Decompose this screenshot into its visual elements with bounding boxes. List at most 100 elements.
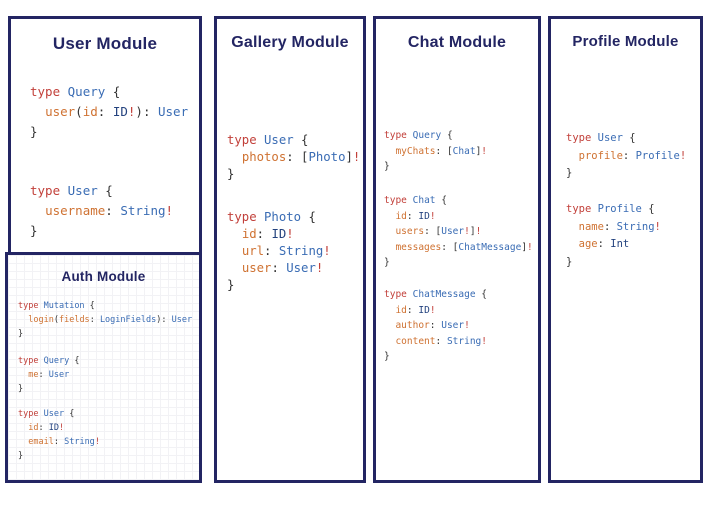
code-token: ! [165, 203, 174, 218]
code-token: { [64, 409, 75, 419]
code-token: ] [475, 145, 482, 157]
code-token: } [384, 161, 390, 172]
code-token: : [435, 335, 447, 347]
code-token: String [446, 335, 482, 347]
code-token: } [384, 351, 390, 362]
code-token: ID [418, 210, 430, 222]
code-token: ( [53, 315, 59, 325]
code-token: { [84, 301, 95, 311]
code-line: } [30, 221, 173, 241]
code-token: ! [286, 227, 294, 241]
code-token [60, 84, 68, 99]
code-token: { [97, 183, 113, 198]
code-token: User [67, 183, 98, 198]
panel-profile-module: Profile Module type User { profile: Prof… [548, 16, 703, 483]
code-line: messages: [ChatMessage]! [384, 240, 533, 256]
code-line: type ChatMessage { [384, 287, 487, 303]
code-token: ( [75, 104, 83, 119]
user-module-title: User Module [52, 34, 158, 53]
code-token: ! [94, 437, 100, 447]
code-line: } [18, 327, 192, 341]
code-token: type [227, 133, 257, 147]
code-token [384, 242, 395, 253]
code-line: type Photo { [227, 209, 331, 226]
code-line: content: String! [384, 334, 487, 350]
code-token: : [38, 423, 49, 433]
code-token: ! [475, 226, 482, 237]
code-line: } [227, 277, 331, 294]
code-token: id [241, 227, 257, 241]
code-token: Photo [264, 210, 302, 224]
code-line: type User { [30, 181, 173, 201]
code-token: : [271, 261, 287, 275]
code-token [30, 203, 45, 218]
code-token [566, 238, 579, 250]
code-token: login [28, 315, 54, 325]
code-token: User [441, 320, 465, 331]
code-token [18, 315, 28, 325]
code-line: type User { [227, 132, 360, 149]
code-line: user: User! [227, 260, 331, 277]
code-token [384, 146, 395, 157]
code-token: User [597, 132, 623, 144]
code-token: } [566, 167, 573, 179]
code-token: type [18, 301, 39, 311]
code-token: ! [464, 226, 470, 237]
code-line: id: ID! [227, 226, 331, 243]
code-token: ChatMessage [412, 289, 476, 300]
code-token: } [18, 384, 24, 394]
code-token: ! [59, 423, 65, 433]
gallery-photo-type-code: type Photo { id: ID! url: String! user: … [227, 209, 331, 294]
code-token: ! [654, 220, 661, 233]
gallery-module-title: Gallery Module [231, 34, 349, 51]
code-token: ] [469, 226, 476, 237]
code-token: : [603, 220, 617, 233]
code-line: type Query { [18, 354, 79, 368]
code-token [227, 227, 242, 241]
code-line: login(fields: LoginFields): User [18, 313, 192, 327]
code-token: ! [679, 149, 687, 162]
code-token: : [622, 149, 636, 162]
code-token: user [241, 261, 272, 275]
code-token [384, 305, 395, 316]
code-line: profile: Profile! [566, 148, 687, 166]
code-token [18, 370, 28, 380]
code-line: type User { [18, 407, 100, 421]
code-token: User [43, 409, 65, 419]
code-token: name [578, 220, 604, 233]
code-token: ! [429, 304, 436, 316]
code-token: fields [58, 315, 90, 325]
code-token: User [286, 261, 316, 275]
code-token: : [105, 203, 121, 218]
code-token: : [ [435, 145, 453, 157]
code-token [227, 150, 242, 164]
code-token: Profile [597, 203, 642, 215]
code-token: url [241, 244, 265, 258]
code-token: id [395, 304, 407, 316]
code-token: String [120, 203, 166, 218]
code-token [257, 133, 264, 147]
code-token: Profile [635, 149, 680, 162]
code-token: ! [527, 241, 533, 253]
code-line: type User { [566, 130, 686, 148]
code-token: { [641, 203, 655, 215]
code-token: users [395, 226, 425, 237]
code-line: url: String! [227, 243, 331, 260]
code-token: User [264, 133, 294, 147]
code-token: type [566, 203, 592, 215]
chat-query-type-code: type Query { myChats: [Chat]!} [384, 128, 487, 175]
code-token: type [384, 195, 407, 206]
code-line: } [384, 349, 487, 365]
code-token [257, 210, 264, 224]
code-token: ! [481, 335, 488, 347]
code-token: { [69, 356, 80, 366]
code-line: } [566, 165, 686, 183]
code-token: : [38, 370, 49, 380]
code-token: String [278, 244, 324, 258]
code-token: user [45, 104, 76, 119]
code-line: age: Int [566, 236, 661, 254]
code-token: } [18, 329, 24, 339]
code-token [384, 320, 395, 331]
auth-module-title: Auth Module [61, 269, 146, 284]
